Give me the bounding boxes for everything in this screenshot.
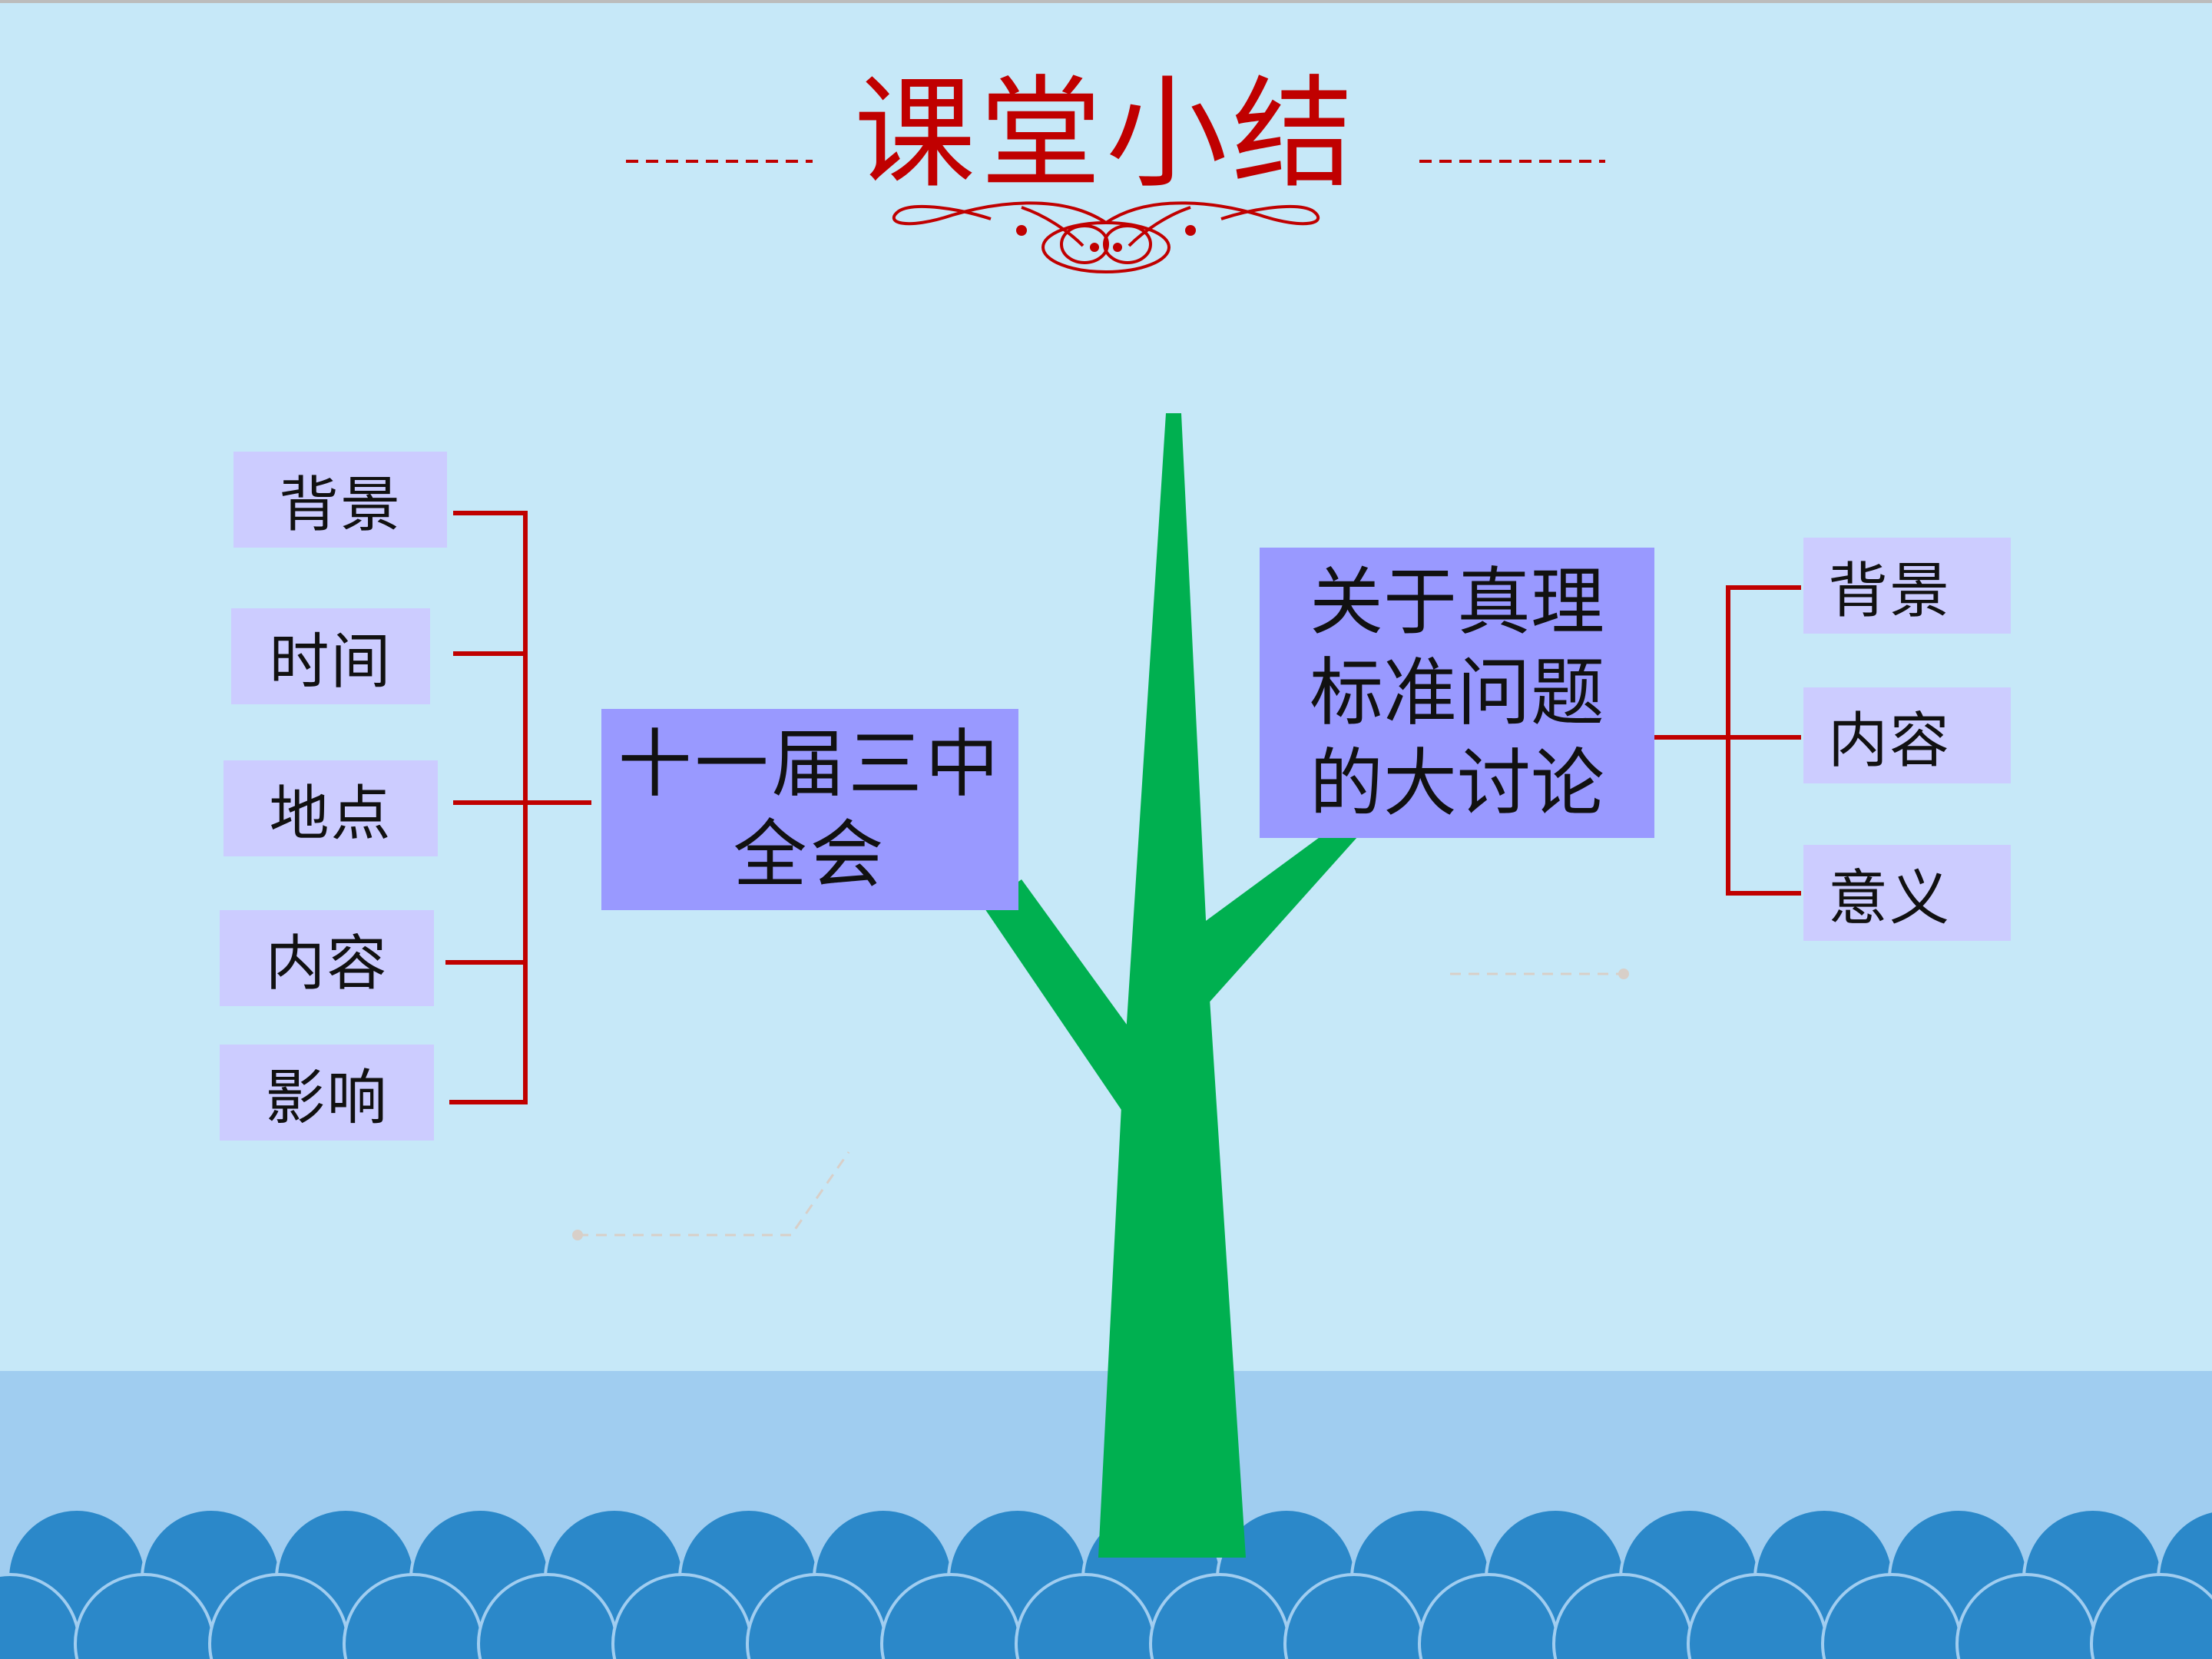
right-main-line1: 关于真理: [1310, 559, 1604, 645]
tree-branch-right: [1194, 822, 1371, 1006]
left-item-place: 地点: [224, 760, 438, 856]
right-connector: [1653, 585, 1801, 896]
waves-decoration: [0, 1508, 2212, 1659]
right-item-content: 内容: [1803, 687, 2011, 783]
wave-scallop: [2090, 1573, 2212, 1659]
faint-dash-decor: [578, 972, 1622, 1237]
left-main-line2: 全会: [733, 812, 887, 898]
page-title: 课堂小结: [854, 63, 1358, 205]
tree: [983, 413, 1371, 1558]
right-main-line2: 标准问题: [1310, 650, 1604, 736]
tree-trunk: [1098, 413, 1246, 1558]
right-main-line3: 的大讨论: [1310, 740, 1604, 826]
right-item-significance: 意义: [1803, 845, 2011, 941]
title-flourish: [892, 201, 1320, 273]
right-item-background: 背景: [1803, 538, 2011, 634]
tree-branch-left: [983, 879, 1133, 1110]
faint-dot-right: [1618, 969, 1629, 979]
left-item-content: 内容: [220, 910, 434, 1006]
left-item-time: 时间: [231, 608, 430, 704]
left-item-impact: 影响: [220, 1045, 434, 1141]
title-flourish-dots: [1016, 225, 1196, 252]
top-border: [0, 0, 2212, 3]
left-main-line1: 十一届三中: [618, 721, 1002, 807]
left-connector: [445, 511, 591, 1104]
faint-dot-left: [572, 1230, 583, 1240]
left-main-topic: 十一届三中 全会: [601, 709, 1018, 910]
right-main-topic: 关于真理 标准问题 的大讨论: [1260, 548, 1654, 838]
left-item-background: 背景: [233, 452, 447, 548]
